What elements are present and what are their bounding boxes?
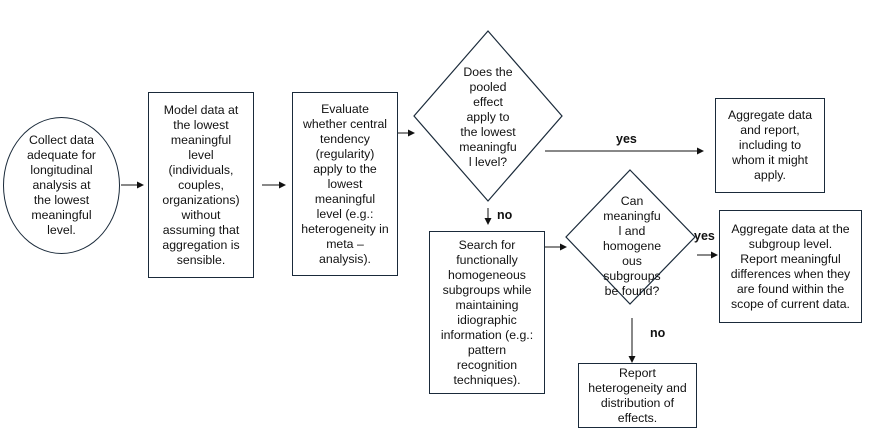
pooled-effect-question-text: Does the pooled effect apply to the lowe… — [459, 64, 517, 169]
report-heterogeneity-node: Report heterogeneity and distribution of… — [578, 363, 697, 428]
pooled-effect-question: Does the pooled effect apply to the lowe… — [448, 58, 528, 176]
search-subgroups-node: Search for functionally homogeneous subg… — [429, 231, 545, 394]
subgroup-question-text: Can meaningfu l and homogene ous subgrou… — [602, 193, 662, 298]
model-data-node: Model data at the lowest meaningful leve… — [148, 92, 254, 278]
report-heterogeneity-text: Report heterogeneity and distribution of… — [588, 365, 687, 425]
aggregate-subgroup-node: Aggregate data at the subgroup level. Re… — [719, 210, 862, 323]
model-data-text: Model data at the lowest meaningful leve… — [162, 102, 240, 267]
collect-data-node: Collect data adequate for longitudinal a… — [3, 117, 120, 254]
aggregate-report-text: Aggregate data and report, including to … — [727, 108, 813, 182]
collect-data-text: Collect data adequate for longitudinal a… — [26, 133, 97, 237]
subgroup-yes-label: yes — [694, 229, 715, 243]
aggregate-subgroup-text: Aggregate data at the subgroup level. Re… — [730, 221, 851, 311]
evaluate-text: Evaluate whether central tendency (regul… — [301, 101, 389, 266]
subgroup-question: Can meaningfu l and homogene ous subgrou… — [598, 190, 666, 302]
search-subgroups-text: Search for functionally homogeneous subg… — [440, 237, 534, 387]
subgroup-decision-diamond — [565, 169, 696, 305]
pooled-effect-decision-diamond — [413, 30, 563, 202]
pooled-yes-label: yes — [616, 132, 637, 146]
subgroup-no-label: no — [650, 326, 666, 340]
pooled-no-label: no — [497, 208, 513, 222]
evaluate-node: Evaluate whether central tendency (regul… — [292, 92, 398, 276]
aggregate-report-node: Aggregate data and report, including to … — [715, 98, 825, 193]
